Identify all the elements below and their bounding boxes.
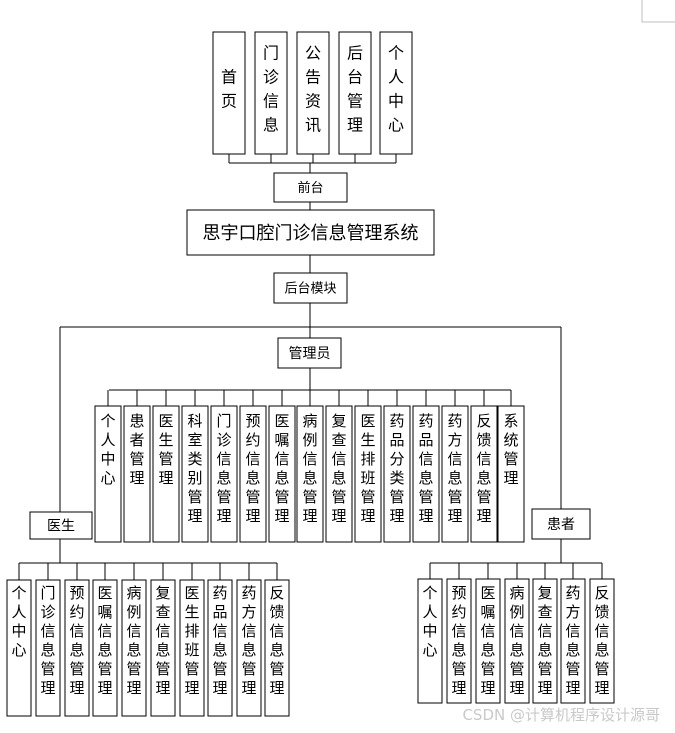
- admin-role-node: [277, 337, 342, 369]
- admin-module-15: [497, 405, 525, 543]
- admin-module-2-label: 患者管理: [129, 412, 144, 487]
- admin-role-node-label: 管理员: [289, 346, 331, 362]
- admin-module-1: [94, 405, 122, 543]
- admin-module-7-label: 医嘱信息管理: [274, 412, 289, 525]
- admin-module-12-label: 药品信息管理: [418, 412, 433, 525]
- admin-module-5-label: 门诊信息管理: [216, 412, 231, 525]
- front-module-1-label: 首页: [221, 68, 237, 111]
- doctor-module-6-label: 复查信息管理: [155, 584, 170, 697]
- doctor-module-10: [264, 579, 290, 717]
- front-node-label: 前台: [297, 180, 323, 196]
- patient-module-3: [475, 578, 501, 704]
- front-module-2-label: 门诊信息: [263, 44, 279, 135]
- admin-module-9-label: 复查信息管理: [331, 412, 346, 525]
- admin-module-8-label: 病例信息管理: [302, 412, 317, 525]
- doctor-module-3: [64, 579, 90, 717]
- system-root-node: [186, 209, 435, 256]
- patient-module-6-label: 药方信息管理: [565, 584, 580, 697]
- front-node: [273, 172, 348, 203]
- admin-module-13-label: 药方信息管理: [447, 412, 462, 525]
- admin-module-6: [239, 405, 267, 543]
- front-module-3-label: 公告资讯: [305, 44, 321, 135]
- doctor-module-1-label: 个人中心: [11, 584, 26, 659]
- admin-module-14-label: 反馈信息管理: [476, 412, 491, 525]
- patient-module-7-label: 反馈信息管理: [594, 584, 609, 697]
- admin-module-11: [383, 405, 411, 543]
- doctor-module-8: [207, 579, 233, 717]
- doctor-module-5: [121, 579, 147, 717]
- admin-module-14: [470, 405, 498, 543]
- doctor-module-1: [6, 579, 32, 717]
- admin-module-5: [210, 405, 238, 543]
- patient-module-1: [417, 578, 443, 704]
- system-root-node-label: 思宇口腔门诊信息管理系统: [203, 223, 419, 244]
- admin-module-15-label: 系统管理: [503, 412, 518, 487]
- doctor-module-7-label: 医生排班管理: [184, 584, 199, 697]
- front-module-4: [338, 31, 372, 155]
- patient-module-5: [532, 578, 558, 704]
- doctor-module-2-label: 门诊信息管理: [40, 584, 55, 697]
- doctor-module-3-label: 预约信息管理: [69, 584, 84, 697]
- doctor-module-5-label: 病例信息管理: [126, 584, 141, 697]
- backend-node-label: 后台模块: [284, 282, 336, 297]
- admin-module-9: [325, 405, 353, 543]
- admin-module-3-label: 医生管理: [158, 412, 173, 487]
- patient-module-7: [589, 578, 615, 704]
- patient-module-4-label: 病例信息管理: [509, 584, 524, 697]
- admin-module-2: [123, 405, 151, 543]
- front-module-4-label: 后台管理: [347, 44, 363, 135]
- front-module-2: [254, 31, 288, 155]
- backend-node: [273, 272, 348, 304]
- doctor-module-10-label: 反馈信息管理: [269, 584, 284, 697]
- doctor-module-9: [236, 579, 262, 717]
- doctor-module-7: [179, 579, 205, 717]
- patient-role-node: [531, 508, 591, 540]
- doctor-module-6: [150, 579, 176, 717]
- front-module-3: [296, 31, 330, 155]
- patient-module-2: [446, 578, 472, 704]
- admin-module-12: [412, 405, 440, 543]
- patient-module-3-label: 医嘱信息管理: [480, 584, 495, 697]
- admin-module-8: [296, 405, 324, 543]
- admin-module-10: [354, 405, 382, 543]
- front-module-5-label: 个人中心: [388, 44, 404, 135]
- admin-module-4-label: 科室类别管理: [187, 412, 202, 525]
- doctor-module-8-label: 药品信息管理: [212, 584, 227, 697]
- patient-module-1-label: 个人中心: [422, 584, 437, 659]
- admin-module-6-label: 预约信息管理: [245, 412, 260, 525]
- watermark: CSDN @计算机程序设计源哥: [462, 706, 660, 724]
- doctor-module-4: [92, 579, 118, 717]
- front-module-5: [379, 31, 413, 155]
- admin-module-4: [181, 405, 209, 543]
- admin-module-1-label: 个人中心: [100, 412, 115, 487]
- admin-module-11-label: 药品分类管理: [389, 412, 404, 525]
- doctor-module-2: [35, 579, 61, 717]
- admin-module-13: [441, 405, 469, 543]
- page-corner-mark: [641, 0, 675, 23]
- doctor-role-node-label: 医生: [47, 519, 75, 535]
- patient-module-2-label: 预约信息管理: [451, 584, 466, 697]
- tree-nodes: 首页门诊信息公告资讯后台管理个人中心前台思宇口腔门诊信息管理系统后台模块管理员医…: [6, 31, 615, 717]
- doctor-module-9-label: 药方信息管理: [241, 584, 256, 697]
- patient-module-4: [504, 578, 530, 704]
- admin-module-7: [268, 405, 296, 543]
- tree-connectors: [18, 154, 603, 580]
- patient-module-6: [560, 578, 586, 704]
- doctor-role-node: [29, 511, 93, 540]
- admin-module-10-label: 医生排班管理: [360, 412, 375, 525]
- patient-module-5-label: 复查信息管理: [537, 584, 552, 697]
- admin-module-3: [152, 405, 180, 543]
- patient-role-node-label: 患者: [547, 517, 575, 533]
- doctor-module-4-label: 医嘱信息管理: [97, 584, 112, 697]
- front-module-1: [212, 31, 246, 155]
